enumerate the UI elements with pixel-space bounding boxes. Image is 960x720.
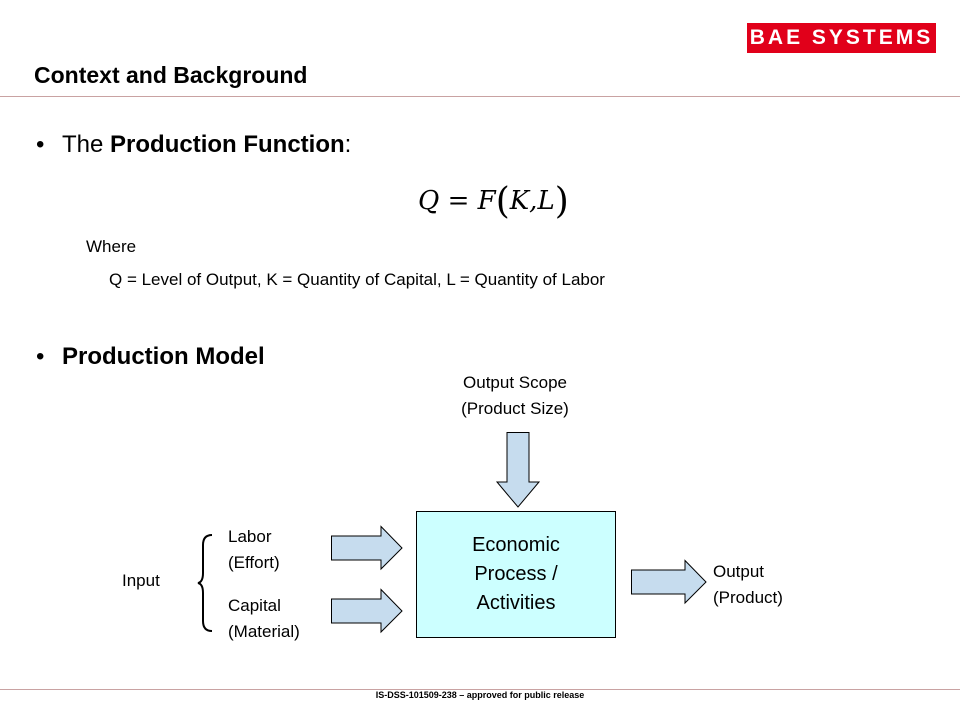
labor-line2: (Effort) <box>228 553 280 572</box>
input-brace <box>197 534 213 632</box>
output-label: Output (Product) <box>713 559 783 611</box>
output-arrow <box>631 559 707 605</box>
capital-arrow <box>331 588 403 634</box>
slide-title: Context and Background <box>34 62 308 88</box>
input-label: Input <box>122 571 160 590</box>
bullet-dot: • <box>36 343 45 370</box>
equation-args: K,L <box>509 186 555 216</box>
capital-label: Capital (Material) <box>228 593 300 645</box>
economic-process-box: Economic Process / Activities <box>416 511 616 638</box>
footer-divider <box>0 689 960 690</box>
equation-equals: = <box>439 186 478 216</box>
down-arrow <box>495 432 541 508</box>
where-label: Where <box>86 237 137 256</box>
process-line1: Economic <box>472 534 560 556</box>
capital-line2: (Material) <box>228 622 300 641</box>
labor-arrow <box>331 525 403 571</box>
bullet-bold-term: Production Model <box>62 343 265 370</box>
header-divider <box>0 96 960 97</box>
process-line2: Process / <box>474 563 558 585</box>
bullet-bold-term: Production Function <box>110 131 345 158</box>
output-scope-label: Output Scope (Product Size) <box>415 370 615 422</box>
equation-function: F <box>477 186 496 216</box>
bullet-suffix: : <box>344 131 352 158</box>
equation-open-paren: ( <box>495 181 510 222</box>
capital-line1: Capital <box>228 596 281 615</box>
bae-systems-logo: BAE SYSTEMS <box>747 23 936 53</box>
bullet-prefix: The <box>62 131 111 158</box>
output-scope-line1: Output Scope <box>463 373 567 392</box>
labor-label: Labor (Effort) <box>228 524 280 576</box>
equation-close-paren: ) <box>554 181 569 222</box>
variable-definitions: Q = Level of Output, K = Quantity of Cap… <box>109 270 605 289</box>
labor-line1: Labor <box>228 527 272 546</box>
output-scope-line2: (Product Size) <box>461 399 569 418</box>
bullet-production-function: • The Production Function: <box>36 131 351 159</box>
process-line3: Activities <box>476 592 556 614</box>
production-function-equation: Q = F(K,L) <box>418 181 569 222</box>
equation-lhs: Q <box>418 186 440 216</box>
output-line2: (Product) <box>713 588 783 607</box>
output-line1: Output <box>713 562 765 581</box>
footer-release-note: IS-DSS-101509-238 – approved for public … <box>375 690 585 700</box>
bullet-dot: • <box>36 131 45 158</box>
bullet-production-model: • Production Model <box>36 343 265 371</box>
